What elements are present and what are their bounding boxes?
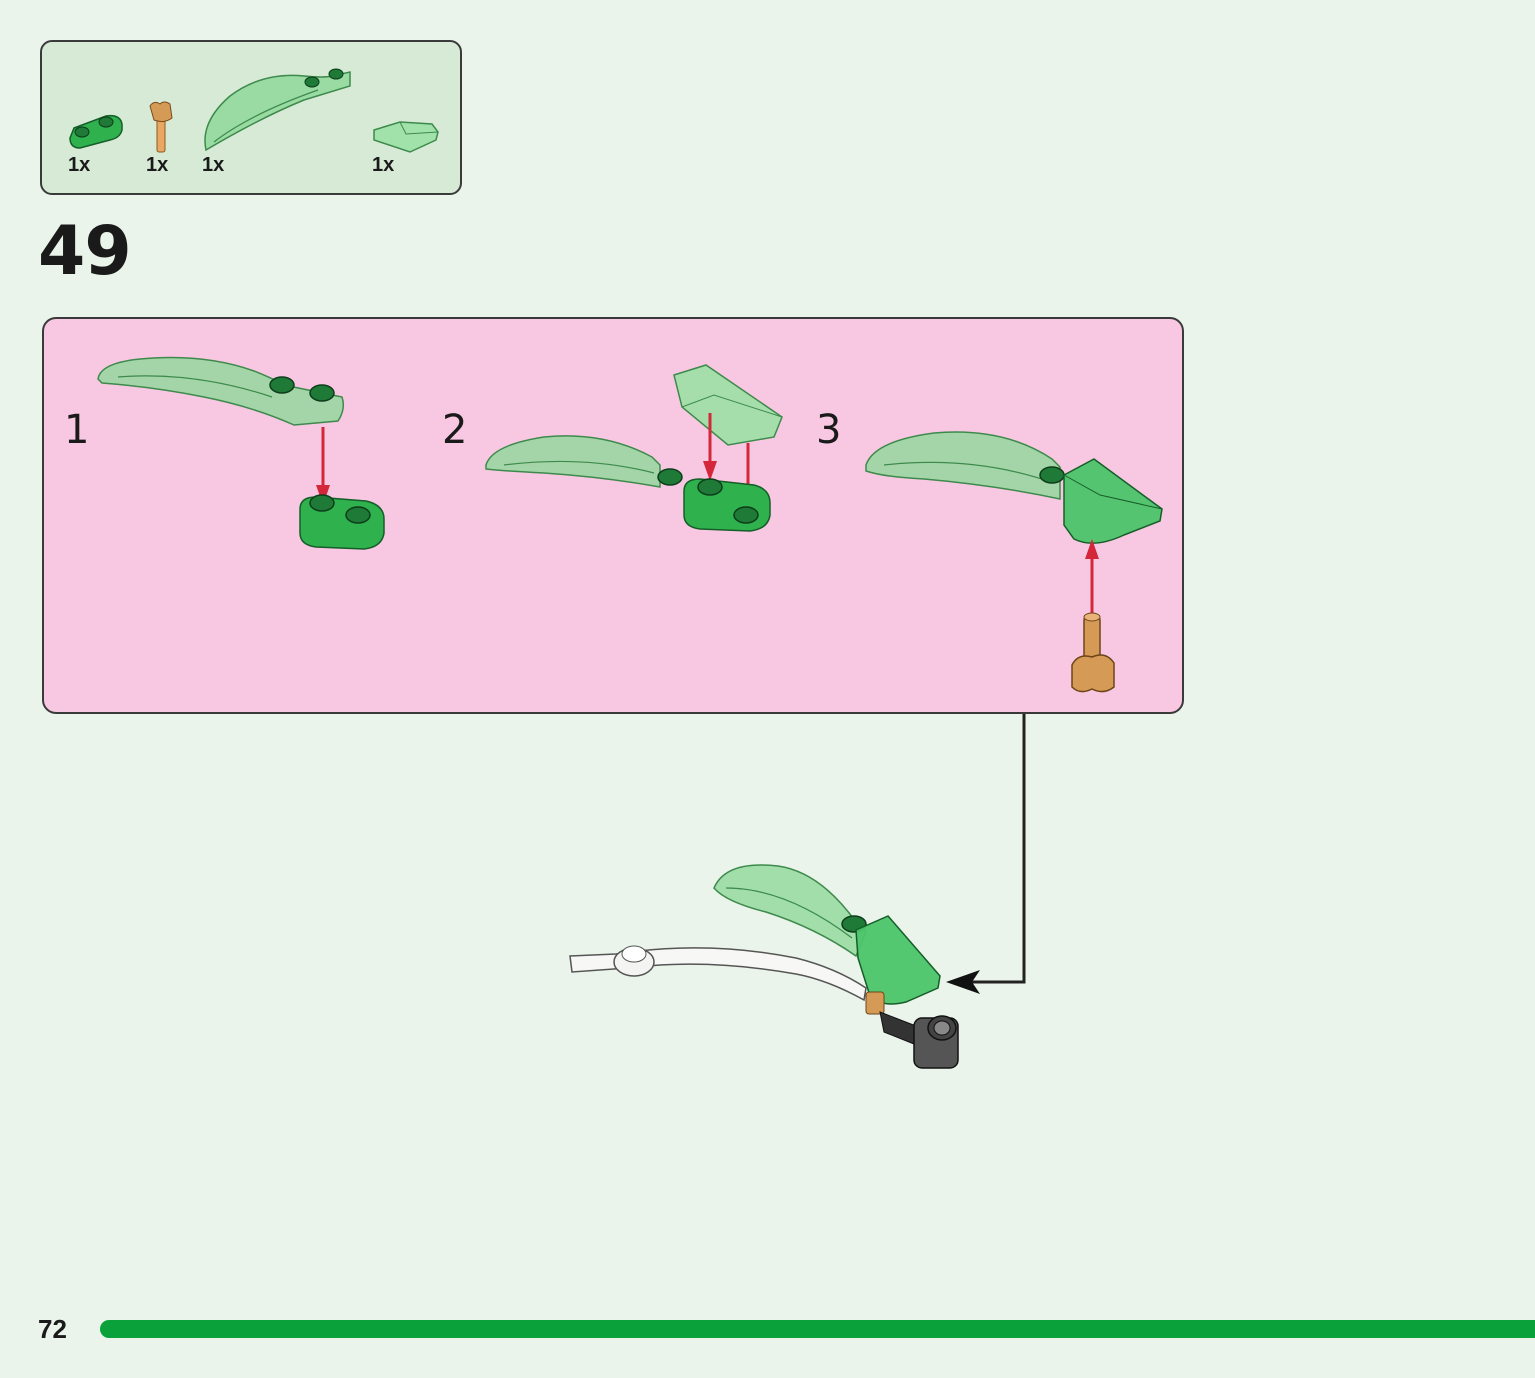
green-plate-1x2-rounded-icon [69,114,123,149]
page-number: 72 [38,1314,67,1344]
callout-connector-line [946,714,1026,994]
trans-green-leaf-icon [204,68,351,152]
main-model-illustration [569,864,959,1069]
sub-step-number-3: 3 [816,407,842,453]
parts-list-box: 1x 1x 1x 1x [40,40,462,195]
sub-step-2-illustration [485,364,783,532]
part-qty-3: 1x [202,154,225,176]
part-qty-4: 1x [372,154,395,176]
tan-bar-with-clip-icon [149,101,173,153]
step-number: 49 [38,212,132,291]
sub-step-panel: 1 2 3 [42,317,1184,714]
sub-step-1-illustration [97,356,385,550]
trans-green-curved-slope-icon [373,121,439,153]
part-qty-1: 1x [68,154,91,176]
progress-bar [100,1320,1535,1338]
sub-step-number-1: 1 [64,407,90,453]
sub-step-3-illustration [865,431,1163,693]
sub-step-number-2: 2 [442,407,468,453]
part-qty-2: 1x [146,154,169,176]
